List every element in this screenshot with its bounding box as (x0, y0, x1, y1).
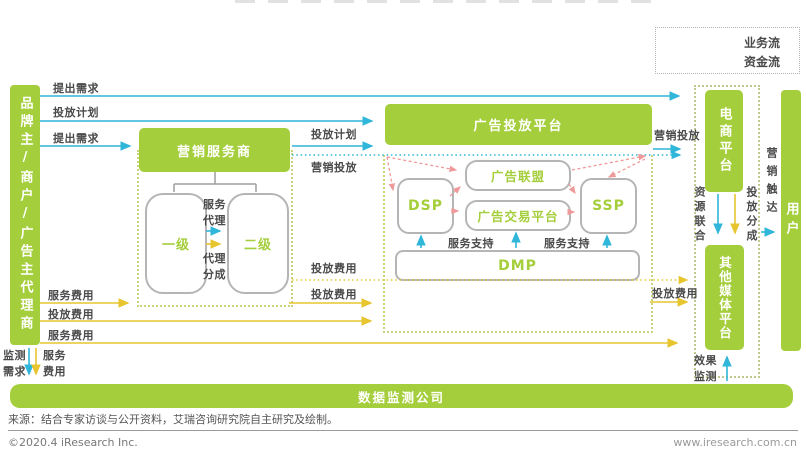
marketing-provider-container (137, 150, 293, 307)
legend-capital-flow-label: 资金流 (744, 55, 781, 69)
label-marketing1: 营销投放 (311, 161, 357, 174)
label-monitor-demand: 监测 需求 (3, 349, 26, 378)
label-support1: 服务支持 (448, 237, 494, 250)
business-flow-arrows (24, 91, 776, 381)
label-agent-share: 代理 分成 (203, 252, 226, 281)
node-data-monitor: 数据监测公司 (10, 384, 793, 408)
legend-business-flow-label: 业务流 (744, 36, 781, 50)
node-user: 用户 (781, 90, 801, 351)
node-advertiser: 品牌主/商户/广告主代理商 (10, 85, 40, 345)
node-ad-alliance: 广告联盟 (465, 160, 571, 191)
node-tier2: 二级 (227, 193, 289, 294)
capital-flow-arrows (31, 194, 740, 376)
label-support2: 服务支持 (544, 237, 590, 250)
source-note: 来源：结合专家访谈与公开资料，艾瑞咨询研究院自主研究及绘制。 (8, 413, 338, 426)
node-ecommerce: 电商平台 (705, 90, 743, 192)
label-service-fee2: 服务费用 (48, 329, 94, 342)
label-plan2: 投放计划 (311, 128, 357, 141)
label-placement-fee2: 投放费用 (311, 262, 357, 275)
cropped-title-fragment (235, 0, 655, 3)
label-marketing-reach: 营销触达 (765, 147, 778, 219)
node-marketing-provider: 营销服务商 (139, 128, 290, 172)
label-placement-share: 投放分成 (745, 186, 758, 244)
legend: 业务流 资金流 (655, 27, 800, 74)
node-ad-platform: 广告投放平台 (385, 104, 652, 145)
label-effect-monitor: 效果 监测 (694, 354, 717, 383)
label-plan1: 投放计划 (53, 106, 99, 119)
node-dsp: DSP (397, 178, 454, 234)
node-ssp: SSP (580, 178, 637, 234)
label-service-fee1: 服务费用 (48, 289, 94, 302)
tier-tree-connector (173, 172, 257, 192)
label-demand2: 提出需求 (53, 132, 99, 145)
label-service-agent: 服务 代理 (203, 198, 226, 227)
rtb-links-arrows (386, 154, 647, 216)
copyright-text: ©2020.4 iResearch Inc. (8, 436, 138, 449)
label-demand1: 提出需求 (53, 82, 99, 95)
website-text: www.iresearch.com.cn (673, 436, 797, 449)
node-ad-exchange: 广告交易平台 (465, 200, 571, 231)
label-placement-fee3: 投放费用 (311, 288, 357, 301)
label-placement-fee1: 投放费用 (48, 308, 94, 321)
node-tier1: 一级 (145, 193, 207, 294)
label-placement-fee4: 投放费用 (652, 287, 698, 300)
footer-divider (8, 430, 798, 431)
ad-platform-container (383, 155, 653, 333)
label-service-fee3: 服务 费用 (43, 349, 66, 378)
label-resource-union: 资源联合 (693, 186, 706, 244)
node-dmp: DMP (395, 250, 640, 281)
node-other-media: 其他媒体平台 (705, 245, 744, 350)
label-marketing2: 营销投放 (654, 129, 700, 142)
